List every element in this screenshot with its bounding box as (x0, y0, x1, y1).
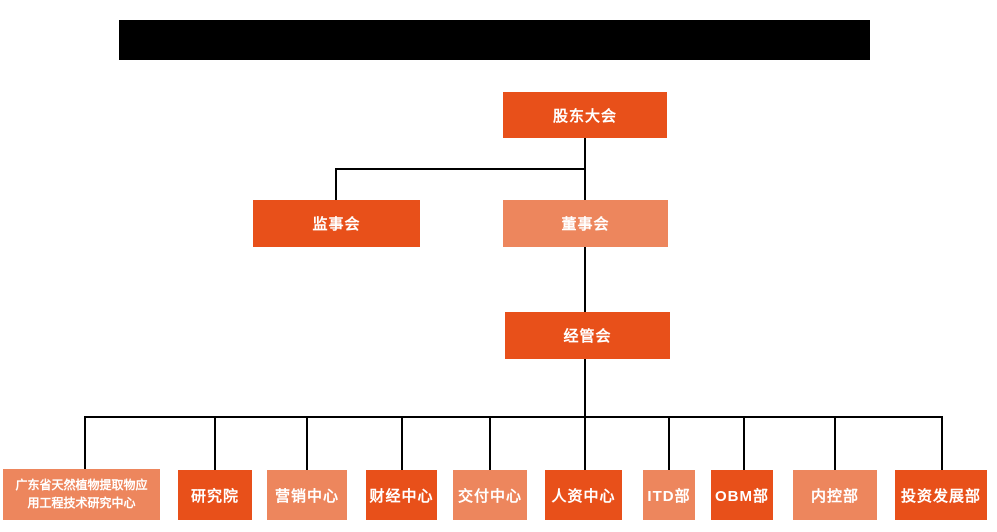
node-label: 营销中心 (274, 487, 339, 505)
node-label: 投资发展部 (900, 487, 981, 505)
connector-line (335, 168, 586, 170)
connector-line (84, 416, 943, 418)
node-label: 研究院 (190, 487, 239, 505)
connector-line (489, 416, 491, 470)
node-label: OBM部 (715, 487, 769, 505)
connector-line (584, 247, 586, 312)
node-board-of-directors: 董事会 (503, 200, 668, 247)
connector-line (306, 416, 308, 470)
connector-line (84, 416, 86, 470)
node-management-committee: 经管会 (505, 312, 670, 359)
dept-node-research-institute: 研究院 (178, 470, 252, 520)
node-label: 监事会 (312, 216, 361, 233)
node-label: ITD部 (647, 487, 691, 505)
dept-node-obm: OBM部 (711, 470, 773, 520)
dept-node-internal-control: 内控部 (793, 470, 877, 520)
connector-line (584, 359, 586, 470)
connector-line (214, 416, 216, 470)
connector-line (584, 168, 586, 200)
dept-node-hr-center: 人资中心 (545, 470, 622, 520)
title-redacted-bar (119, 20, 870, 60)
node-label: 财经中心 (369, 487, 434, 505)
connector-line (834, 416, 836, 470)
dept-node-investment-development: 投资发展部 (895, 470, 987, 520)
dept-node-gd-plant-extract-research-center: 广东省天然植物提取物应 用工程技术研究中心 (3, 469, 160, 520)
node-label: 交付中心 (457, 487, 522, 505)
connector-line (668, 416, 670, 470)
connector-line (401, 416, 403, 470)
node-label: 经管会 (563, 328, 612, 345)
node-label: 人资中心 (551, 487, 616, 505)
node-shareholders-meeting: 股东大会 (503, 92, 667, 138)
dept-node-finance-center: 财经中心 (366, 470, 437, 520)
node-label: 董事会 (561, 216, 610, 233)
node-label: 股东大会 (552, 107, 617, 125)
node-supervisory-board: 监事会 (253, 200, 420, 247)
node-label: 广东省天然植物提取物应 用工程技术研究中心 (15, 478, 148, 510)
connector-line (584, 138, 586, 169)
dept-node-marketing-center: 营销中心 (267, 470, 347, 520)
connector-line (335, 168, 337, 200)
node-label: 内控部 (810, 487, 859, 505)
connector-line (941, 416, 943, 470)
dept-node-itd: ITD部 (643, 470, 695, 520)
connector-line (743, 416, 745, 470)
dept-node-delivery-center: 交付中心 (453, 470, 527, 520)
